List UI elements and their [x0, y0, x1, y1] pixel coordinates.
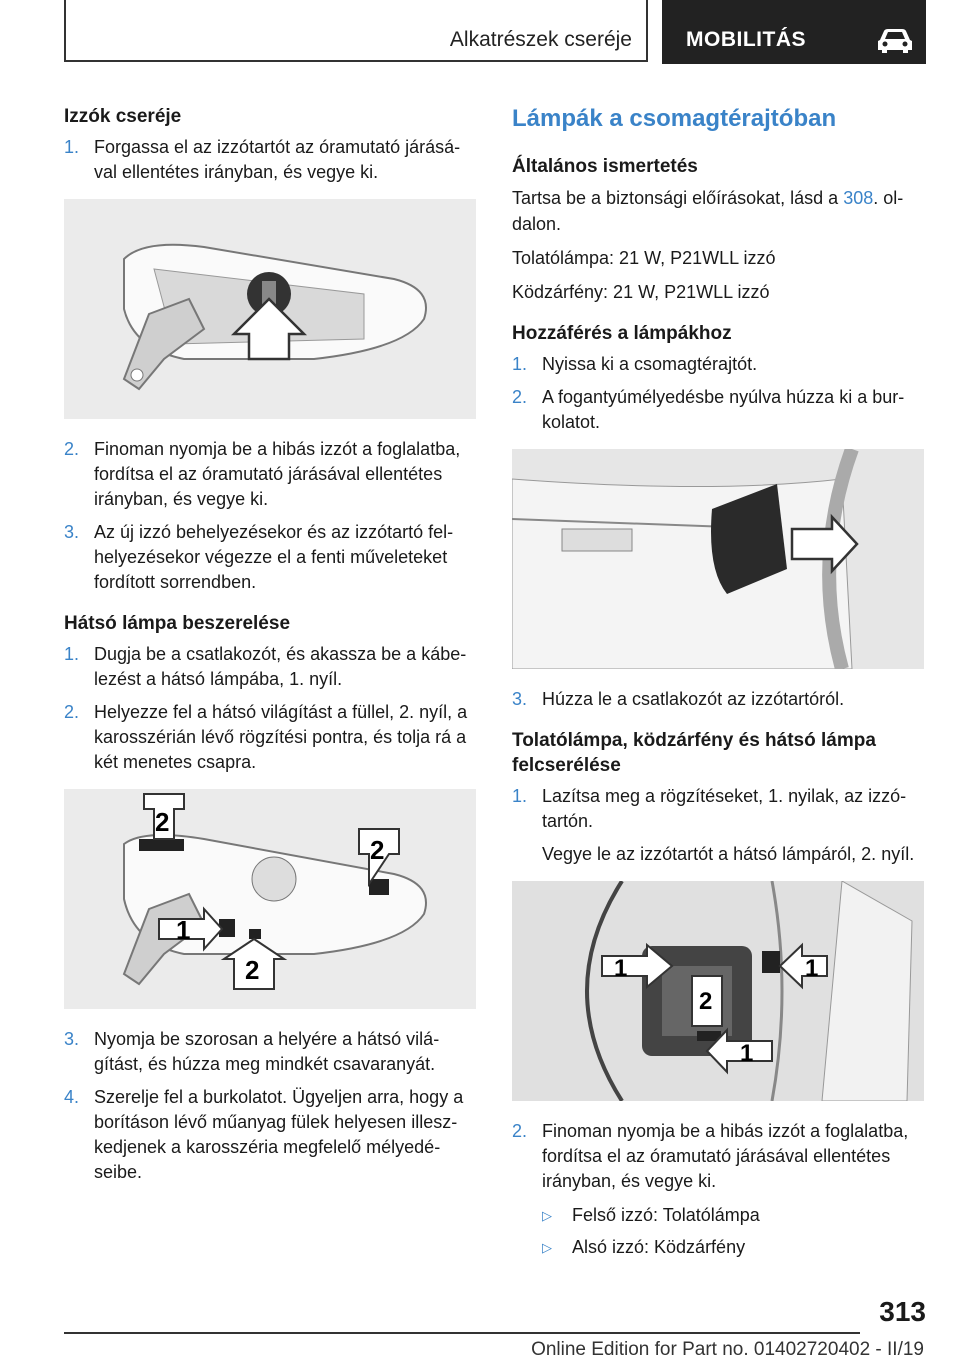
list-item: 2. Helyezze fel a hátsó világítást a füll…: [64, 700, 476, 775]
list-item: 2. Finoman nyomja be a hibás izzót a fogl…: [64, 437, 476, 512]
arrow-shape: [230, 297, 308, 361]
car-icon: [878, 29, 912, 53]
triangle-bullet-icon: ▷: [542, 1208, 552, 1223]
callout-label: 1: [740, 1040, 753, 1067]
step-number: 3.: [64, 1029, 80, 1049]
section-title: Alkatrészek cseréje: [449, 28, 632, 51]
page-number: 313: [879, 1296, 926, 1327]
page-link[interactable]: 308: [843, 188, 874, 208]
callout-label: 2: [370, 835, 384, 865]
heading-tolato: Tolatólámpa, ködzárfény és hátsó lámpa f…: [512, 730, 876, 776]
spec-fog-light: Ködzárfény: 21 W, P21WLL izzó: [512, 282, 770, 302]
list-item: 1. Nyissa ki a csomagtérajtót.: [512, 352, 924, 377]
section-heading: Lámpák a csomagtérajtóban: [512, 105, 837, 132]
callout-label: 1: [176, 915, 190, 945]
arrow-shape: [158, 906, 224, 952]
bullet-item: ▷ Felső izzó: Tolatólámpa: [512, 1202, 924, 1228]
intro-text-end: . ol­dalon.: [512, 188, 904, 234]
heading-hozzaferes: Hozzáférés a lámpákhoz: [512, 323, 732, 344]
step-number: 2.: [64, 439, 80, 459]
heading-hatso-lampa: Hátsó lámpa beszerelése: [64, 613, 291, 634]
list-item: 3. Nyomja be szorosan a helyére a hátsó v…: [64, 1027, 476, 1077]
step-number: 3.: [64, 522, 80, 542]
step-text: Finoman nyomja be a hibás izzót a foglal…: [94, 439, 461, 509]
arrow-shape: [601, 942, 674, 990]
list-item: 1. Lazítsa meg a rögzítéseket, 1. nyilak,…: [512, 784, 924, 867]
step-continuation: Vegye le az izzótartót a hátsó lámpáról,…: [542, 844, 915, 864]
figure-trunk-cover: [512, 449, 924, 669]
step-text: Dugja be a csatlakozót, és akassza be a …: [94, 644, 467, 689]
intro-text: Tartsa be a biztonsági előírásokat, lásd…: [512, 188, 844, 208]
step-number: 2.: [512, 387, 528, 407]
step-number: 2.: [512, 1121, 528, 1141]
list-item: 1. Dugja be a csatlakozót, és akassza be …: [64, 642, 476, 692]
chapter-title: MOBILITÁS: [686, 28, 806, 51]
footer-divider: [64, 1332, 860, 1334]
list-item: 4. Szerelje fel a burkolatot. Ügyeljen ar…: [64, 1085, 476, 1185]
bullet-item: ▷ Alsó izzó: Ködzárfény: [512, 1234, 924, 1260]
left-column: Izzók cseréje 1. Forgassa el az izzótartó…: [64, 104, 476, 1193]
triangle-bullet-icon: ▷: [542, 1240, 552, 1255]
step-text: Helyezze fel a hátsó világítást a füllel…: [94, 702, 468, 772]
right-column: Lámpák a csomagtérajtóban Általános isme…: [512, 104, 924, 1266]
step-text: Nyissa ki a csomagtérajtót.: [542, 354, 758, 374]
step-number: 2.: [64, 702, 80, 722]
arrow-shape: [358, 828, 400, 888]
callout-label: 2: [245, 955, 259, 985]
step-number: 3.: [512, 689, 528, 709]
step-text: Lazítsa meg a rögzítéseket, 1. nyilak, a…: [542, 786, 907, 831]
figure-bulb-holder-removal: 1 1 2 1: [512, 881, 924, 1101]
callout-label: 1: [614, 955, 627, 982]
heading-altalanos: Általános ismertetés: [512, 156, 698, 177]
step-text: Szerelje fel a burkolatot. Ügyeljen arra…: [94, 1087, 464, 1182]
spec-reverse-light: Tolatólámpa: 21 W, P21WLL izzó: [512, 248, 776, 268]
bullet-text: Felső izzó: Tolatólámpa: [572, 1205, 760, 1225]
list-item: 2. Finoman nyomja be a hibás izzót a fogl…: [512, 1119, 924, 1194]
list-item: 2. A fogantyúmélyedésbe nyúlva húzza ki a…: [512, 385, 924, 435]
step-number: 1.: [512, 354, 528, 374]
tail-light-install-illustration: 2 2 1 2: [122, 793, 427, 990]
step-text: Nyomja be szorosan a helyére a hátsó vil…: [94, 1029, 440, 1074]
trunk-cover-illustration: [512, 449, 924, 669]
list-item: 1. Forgassa el az izzótartót az óramutató…: [64, 135, 476, 185]
arrow-shape: [778, 942, 828, 990]
list-item: 3. Húzza le a csatlakozót az izzótartóról…: [512, 687, 924, 712]
step-number: 1.: [64, 137, 80, 157]
arrow-shape: [705, 1027, 773, 1075]
bulb-holder-removal-illustration: 1 1 2 1: [512, 881, 924, 1101]
footer-edition: Online Edition for Part no. 01402720402 …: [531, 1339, 924, 1360]
heading-izzok-csereje: Izzók cseréje: [64, 106, 182, 127]
figure-tail-light-install: 2 2 1 2: [64, 789, 476, 1009]
arrow-shape: [220, 937, 288, 990]
tail-light-illustration: [122, 243, 427, 391]
callout-label: 1: [805, 955, 818, 982]
arrow-shape: [143, 793, 185, 840]
step-number: 4.: [64, 1087, 80, 1107]
list-item: 3. Az új izzó behelyezésekor és az izzóta…: [64, 520, 476, 595]
section-tab: Alkatrészek cseréje: [64, 0, 648, 62]
step-text: Finoman nyomja be a hibás izzót a foglal…: [542, 1121, 909, 1191]
intro-paragraph: Tartsa be a biztonsági előírásokat, lásd…: [512, 185, 924, 237]
chapter-tab: MOBILITÁS: [662, 0, 926, 64]
step-text: A fogantyúmélyedésbe nyúlva húzza ki a b…: [542, 387, 905, 432]
step-text: Az új izzó behelyezésekor és az izzótart…: [94, 522, 454, 592]
step-number: 1.: [64, 644, 80, 664]
callout-label: 2: [155, 807, 169, 837]
step-number: 1.: [512, 786, 528, 806]
callout-label: 2: [699, 988, 712, 1015]
figure-bulb-holder: [64, 199, 476, 419]
step-text: Forgassa el az izzótartót az óramutató j…: [94, 137, 461, 182]
step-text: Húzza le a csatlakozót az izzótartóról.: [542, 689, 845, 709]
arrow-shape: [790, 513, 859, 575]
bullet-text: Alsó izzó: Ködzárfény: [572, 1237, 746, 1257]
page-header: Alkatrészek cseréje MOBILITÁS: [64, 0, 926, 64]
